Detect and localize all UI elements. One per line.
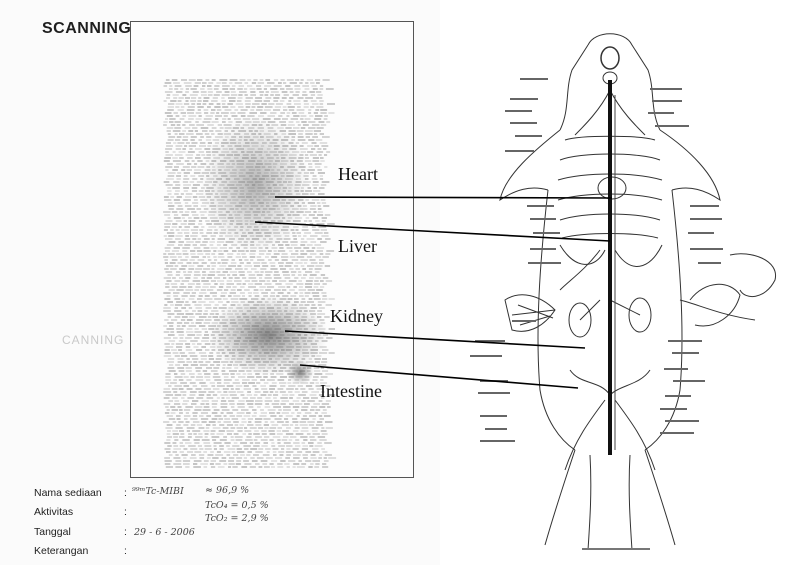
scan-hotspots — [200, 115, 328, 384]
organ-label-intestine: Intestine — [320, 381, 382, 401]
organ-label-heart: Heart — [338, 164, 378, 184]
organ-label-liver: Liver — [338, 236, 377, 256]
rat-circulatory-system-drawing — [500, 34, 776, 550]
organ-label-kidney: Kidney — [330, 306, 383, 326]
connector-kidney — [285, 331, 585, 348]
connector-heart — [275, 197, 612, 198]
connector-liver — [255, 222, 610, 241]
anatomy-small-labels — [470, 78, 723, 442]
